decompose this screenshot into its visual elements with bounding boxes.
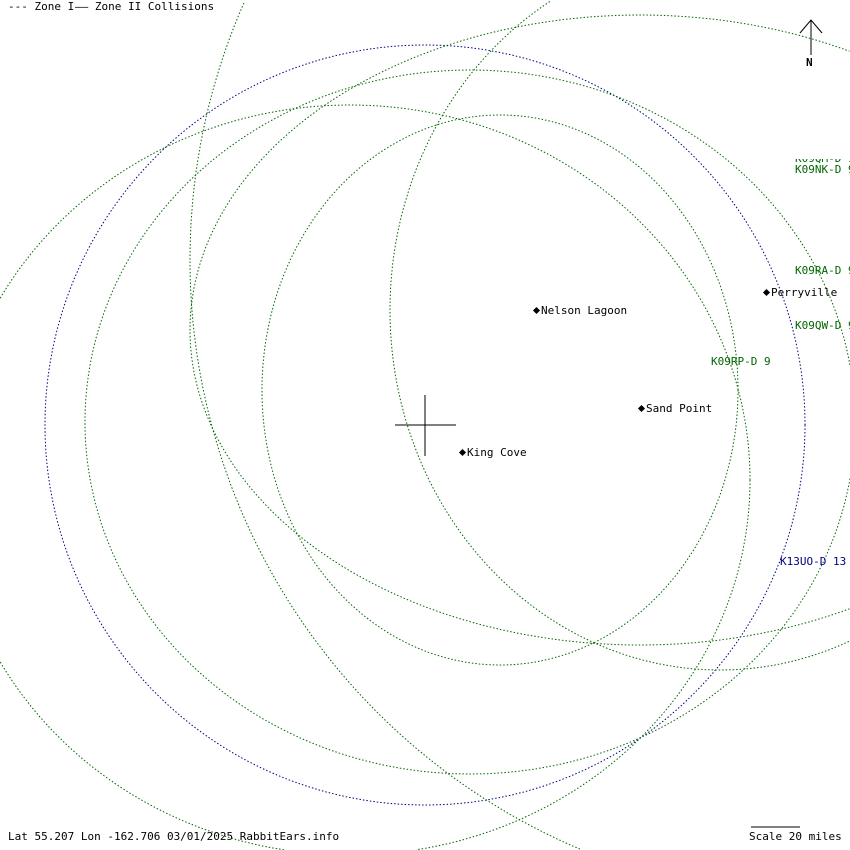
city-marker: Perryville	[762, 286, 838, 299]
legend-zone2: —— Zone II Collisions	[75, 0, 215, 13]
city-name: Perryville	[771, 286, 838, 299]
contour-green	[84, 69, 850, 775]
station-label[interactable]: K13UO-D 13	[780, 555, 847, 568]
city-marker: Sand Point	[637, 402, 713, 415]
contour-green	[389, 0, 850, 671]
station-label[interactable]: K09QW-D 9	[795, 319, 850, 332]
contour-green	[189, 2, 581, 850]
contour-k13uo	[44, 44, 806, 806]
legend-zone1: --- Zone I	[8, 0, 75, 13]
station-label[interactable]: K09QM-D 9	[795, 152, 850, 165]
contour-green	[0, 104, 751, 850]
contour-green	[189, 14, 850, 646]
city-dot-icon	[762, 288, 771, 297]
center-crosshair	[395, 395, 456, 456]
station-label[interactable]: K09RP-D 9	[711, 355, 771, 368]
station-label[interactable]: K09RA-D 9	[795, 264, 850, 277]
city-name: King Cove	[467, 446, 527, 459]
city-marker: Nelson Lagoon	[532, 304, 628, 317]
city-dot-icon	[458, 448, 467, 457]
city-dot-icon	[637, 404, 646, 413]
north-arrow-icon	[799, 19, 823, 55]
contour-green	[261, 114, 739, 666]
footer-coords: Lat 55.207 Lon -162.706 03/01/2025 Rabbi…	[8, 830, 340, 843]
north-label: N	[806, 56, 813, 69]
city-dot-icon	[532, 306, 541, 315]
city-marker: King Cove	[458, 446, 527, 459]
scale-label: Scale 20 miles	[749, 830, 842, 843]
city-name: Sand Point	[646, 402, 713, 415]
city-name: Nelson Lagoon	[541, 304, 628, 317]
station-label[interactable]: K09NK-D 9	[795, 163, 850, 176]
